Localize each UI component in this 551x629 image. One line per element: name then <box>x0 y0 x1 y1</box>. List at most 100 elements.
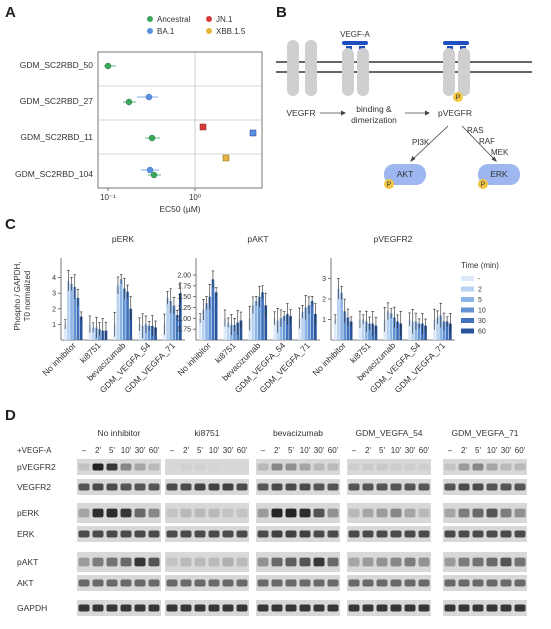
blot-band-6-2-2 <box>285 604 297 612</box>
blot-band-1-1-2 <box>194 483 206 491</box>
timepoint-label-0-1: 2' <box>95 446 101 455</box>
panel-a-xlabel: EC50 (µM) <box>159 204 200 214</box>
blot-membrane-3-1 <box>165 526 249 542</box>
timepoint-label-2-4: 30' <box>314 446 325 455</box>
blot-band-1-2-3 <box>299 483 311 491</box>
blot-band-2-3-1 <box>362 508 374 518</box>
blot-row-label-4: pAKT <box>17 557 38 567</box>
blot-group-label-3: GDM_VEGFA_54 <box>355 428 422 438</box>
vegf-a-row-label: +VEGF-A <box>17 446 52 455</box>
blot-band-1-2-0 <box>257 483 269 491</box>
bar-pvegfr2-3-0 <box>408 319 411 340</box>
blot-band-4-3-3 <box>390 557 402 567</box>
point-104-ba1 <box>141 166 159 174</box>
blot-band-2-1-1 <box>180 508 192 518</box>
blot-membrane-5-3 <box>347 575 431 591</box>
blot-band-2-0-4 <box>134 508 146 518</box>
blot-band-0-1-3 <box>208 463 220 471</box>
blot-band-3-4-1 <box>458 530 470 538</box>
point-11-jn1 <box>199 123 207 131</box>
vegf-ligand-top <box>342 41 368 45</box>
blot-band-4-1-1 <box>180 557 192 567</box>
bar-perk-2-3 <box>123 288 126 340</box>
bar-pvegfr2-0-2 <box>340 292 343 340</box>
blot-band-6-2-3 <box>299 604 311 612</box>
bar-pvegfr2-1-3 <box>368 323 371 340</box>
blot-group-label-1: ki8751 <box>194 428 219 438</box>
bar-pakt-1-5 <box>239 320 243 340</box>
panel-a-points <box>104 62 257 179</box>
timepoint-label-2-1: 2' <box>274 446 280 455</box>
blot-band-4-2-0 <box>257 557 269 567</box>
timepoint-label-2-0: – <box>261 446 266 455</box>
bar-pakt-3-5 <box>289 316 292 340</box>
bar-pvegfr2-1-0 <box>358 319 362 340</box>
blot-band-1-1-5 <box>236 483 248 491</box>
bar-pvegfr2-4-2 <box>439 315 443 340</box>
timepoint-label-4-2: 5' <box>475 446 481 455</box>
blot-band-6-2-5 <box>327 604 339 612</box>
bar-perk-3-0 <box>138 324 141 340</box>
blot-band-2-4-2 <box>472 508 484 518</box>
blot-group-label-2: bevacizumab <box>273 428 323 438</box>
blot-band-3-4-3 <box>486 530 498 538</box>
blot-band-5-0-3 <box>120 579 132 587</box>
blot-band-2-3-3 <box>390 508 402 518</box>
pvegfr-ligand-right <box>460 46 466 50</box>
blot-band-2-2-2 <box>285 508 297 518</box>
bar-pakt-0-3 <box>208 296 212 340</box>
bar-perk-0-4 <box>76 297 80 340</box>
bar-pvegfr2-4-3 <box>442 321 446 340</box>
panel-b: B VEGF-A P VEGFR binding & dimerization … <box>276 4 532 189</box>
vegfr-label: VEGFR <box>286 108 315 118</box>
point-11-ba1 <box>249 129 257 137</box>
blot-row-label-1: VEGFR2 <box>17 482 51 492</box>
pvegfr-phospho-icon <box>453 92 463 102</box>
timepoint-label-0-0: – <box>82 446 87 455</box>
legend-label-1: 2 <box>478 287 482 294</box>
bar-perk-2-4 <box>126 291 129 340</box>
blot-band-3-0-2 <box>106 530 118 538</box>
panel-c-ylabel-1: Phospho / GAPDH, <box>13 262 22 331</box>
bar-pakt-2-5 <box>264 305 268 340</box>
blot-band-4-4-4 <box>500 557 512 567</box>
blot-band-4-4-1 <box>458 557 470 567</box>
timepoint-label-1-1: 2' <box>183 446 189 455</box>
blot-band-3-2-4 <box>313 530 325 538</box>
blot-band-5-2-5 <box>327 579 339 587</box>
blot-band-0-2-1 <box>271 463 283 471</box>
blot-band-2-4-5 <box>514 508 526 518</box>
blot-membrane-4-2 <box>256 552 340 572</box>
timepoint-label-1-0: – <box>170 446 175 455</box>
akt-phospho-label: P <box>387 182 392 189</box>
blot-band-6-3-1 <box>362 604 374 612</box>
blot-band-0-0-4 <box>134 463 146 471</box>
timepoint-label-3-2: 5' <box>379 446 385 455</box>
blot-band-2-3-4 <box>404 508 416 518</box>
blot-band-5-1-4 <box>222 579 234 587</box>
blot-row-label-5: AKT <box>17 578 34 588</box>
blot-band-0-3-3 <box>390 463 402 471</box>
blot-group-label-0: No inhibitor <box>98 428 141 438</box>
blot-band-1-3-1 <box>362 483 374 491</box>
point-27-ancestral <box>123 98 136 106</box>
bar-perk-2-5 <box>129 308 133 340</box>
blot-band-4-3-1 <box>362 557 374 567</box>
legend-swatch-4 <box>461 318 474 323</box>
blot-band-5-1-5 <box>236 579 248 587</box>
timepoint-label-0-4: 30' <box>135 446 146 455</box>
blot-band-6-4-3 <box>486 604 498 612</box>
blot-band-1-1-4 <box>222 483 234 491</box>
blot-band-2-1-0 <box>166 508 178 518</box>
bar-pakt-3-2 <box>279 318 283 340</box>
blot-membrane-3-0 <box>77 526 161 542</box>
bar-pakt-3-4 <box>286 314 289 340</box>
row-label-104: GDM_SC2RBD_104 <box>15 169 93 179</box>
blot-band-1-0-4 <box>134 483 146 491</box>
bar-perk-4-2 <box>169 301 173 340</box>
bar-pakt-3-0 <box>273 318 276 340</box>
blot-band-6-3-0 <box>348 604 360 612</box>
bar-pvegfr2-0-3 <box>343 311 347 340</box>
